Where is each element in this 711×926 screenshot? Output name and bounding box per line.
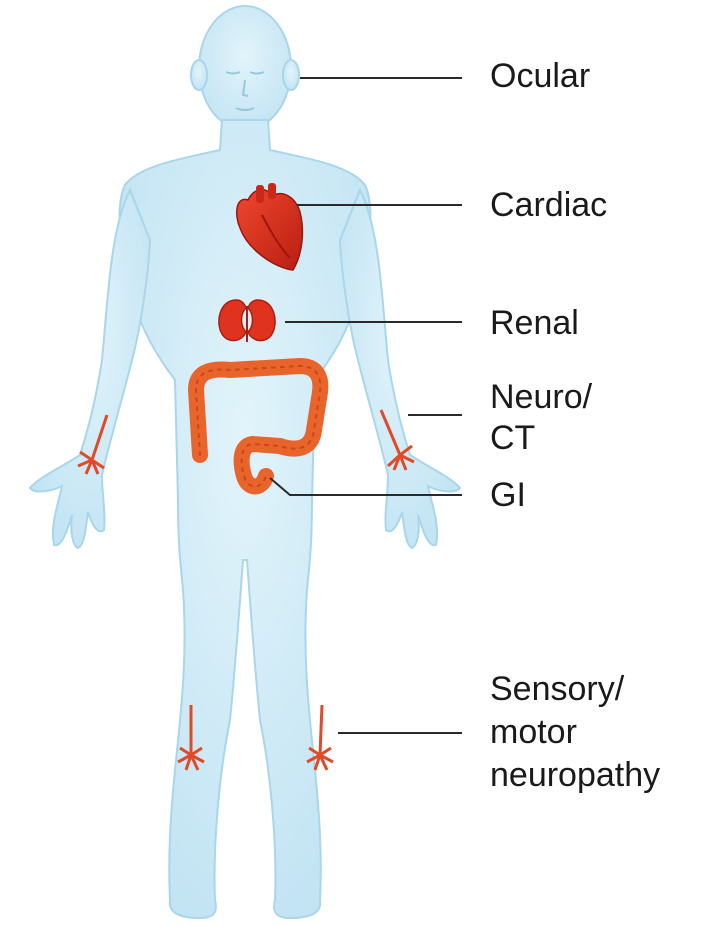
- head: [199, 6, 291, 130]
- label-sensory-line1: Sensory/: [490, 667, 624, 711]
- left-arm: [30, 190, 150, 548]
- right-ear: [283, 60, 299, 90]
- label-neuro-line1: Neuro/: [490, 375, 592, 419]
- label-gi: GI: [490, 473, 526, 517]
- label-sensory-line3: neuropathy: [490, 753, 660, 797]
- kidneys-organ: [219, 300, 275, 342]
- label-sensory-line2: motor: [490, 710, 577, 754]
- torso-and-legs: [120, 120, 371, 918]
- left-ear: [191, 60, 207, 90]
- label-renal: Renal: [490, 301, 579, 345]
- label-ocular: Ocular: [490, 54, 590, 98]
- label-cardiac: Cardiac: [490, 183, 607, 227]
- label-neuro-line2: CT: [490, 416, 535, 460]
